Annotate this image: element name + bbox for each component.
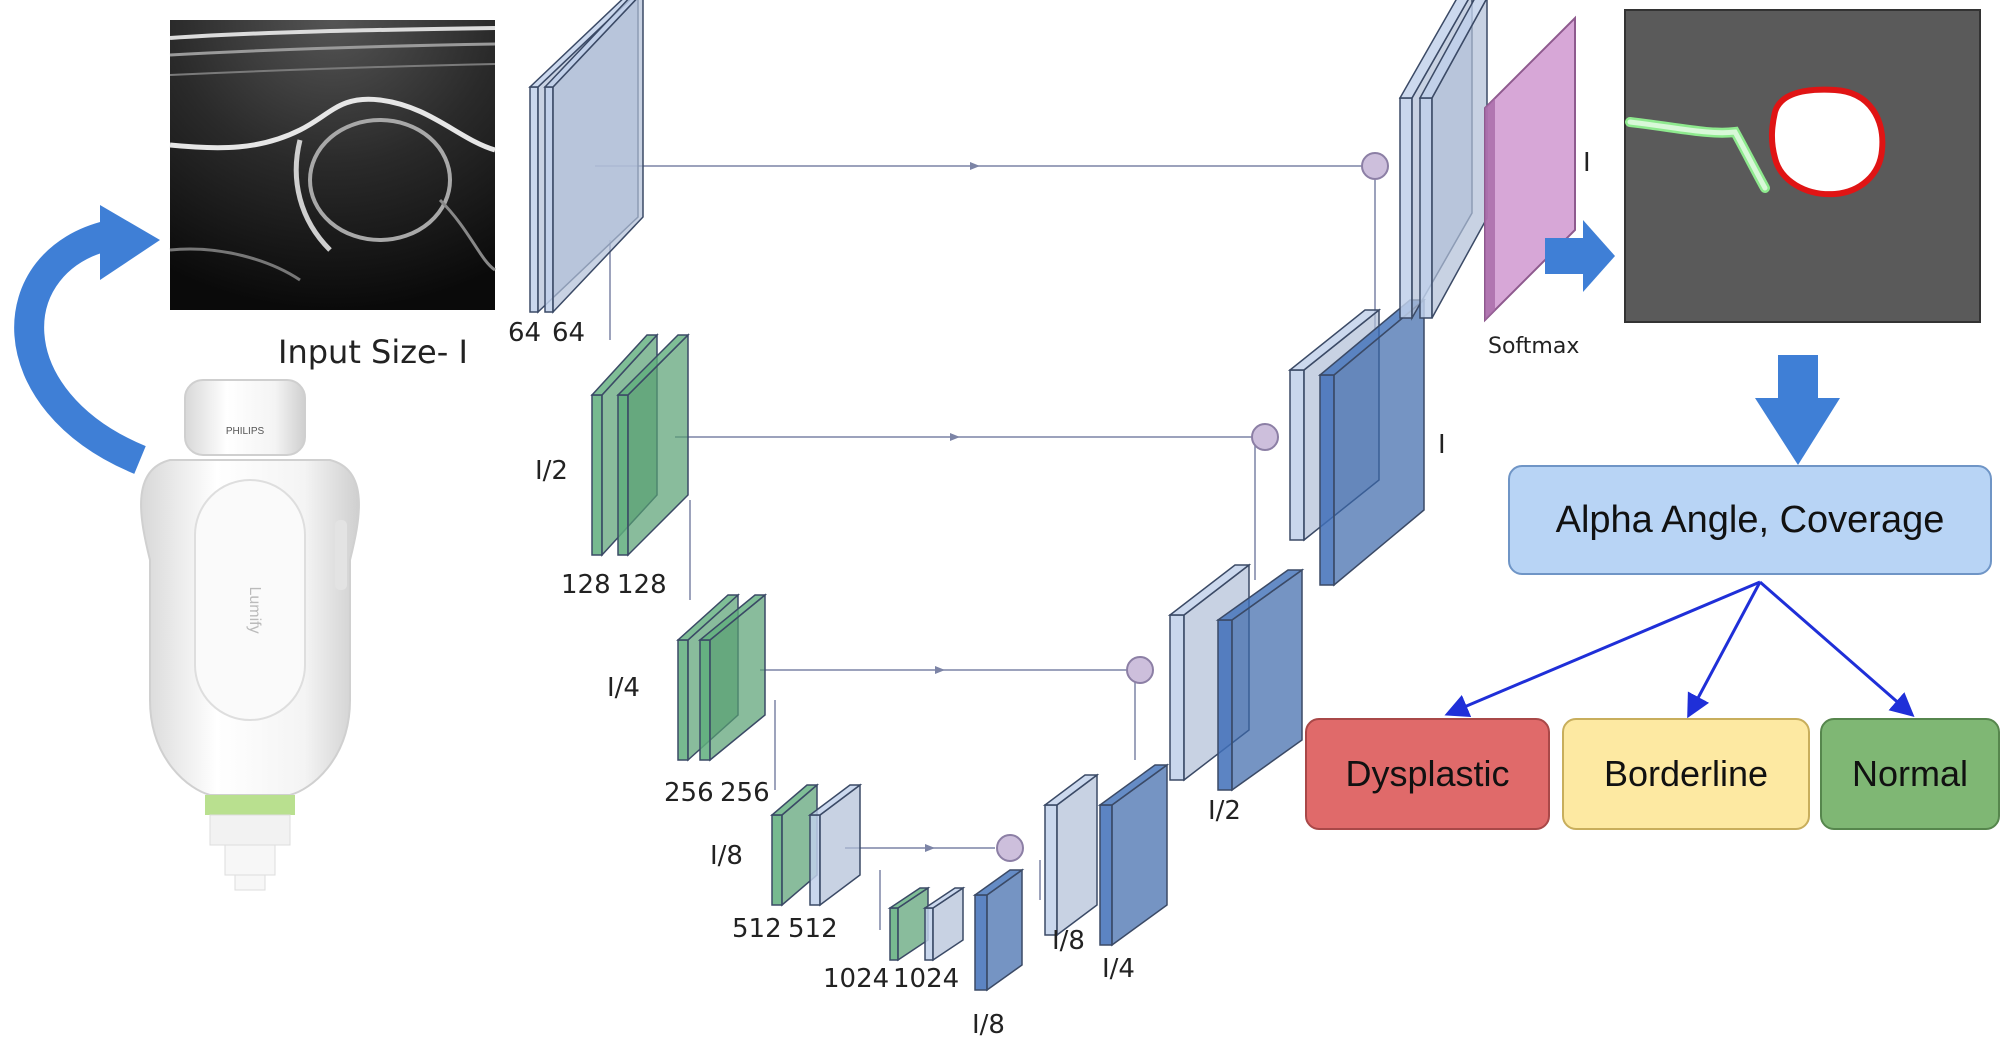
bottleneck-map-a [887, 886, 931, 962]
curved-arrow-icon [14, 205, 160, 474]
enc1-channels-a: 64 [508, 318, 542, 348]
enc4-map-a [769, 783, 820, 907]
ultrasound-probe: PHILIPS Lumify [140, 379, 360, 891]
borderline-box: Borderline [1562, 718, 1810, 830]
enc4-map-b [807, 783, 863, 907]
svg-text:Lumify: Lumify [246, 586, 263, 633]
bottleneck-scale: I/8 [972, 1010, 1005, 1040]
concat-node-1 [1361, 152, 1389, 180]
enc4-channels-a: 512 [732, 914, 782, 944]
enc2-channels-b: 128 [617, 570, 667, 600]
dec1-scale: I [1438, 430, 1446, 460]
softmax-label: Softmax [1488, 334, 1580, 359]
enc1-map-b [543, 0, 644, 314]
svg-text:PHILIPS: PHILIPS [226, 426, 265, 437]
dec2-scale: I/2 [1208, 796, 1241, 826]
dec4-map-b [1097, 763, 1170, 947]
skip-arrowheads [925, 162, 980, 852]
concat-node-4 [996, 834, 1024, 862]
metrics-box: Alpha Angle, Coverage [1508, 465, 1992, 575]
dec2-map-b [1317, 298, 1427, 587]
dec3-scale: I/4 [1102, 954, 1135, 984]
segmentation-output [1624, 9, 1981, 323]
enc2-channels-a: 128 [561, 570, 611, 600]
bottleneck-map-b [922, 886, 966, 962]
enc4-channels-b: 512 [788, 914, 838, 944]
enc1-channels-b: 64 [552, 318, 586, 348]
softmax-layer [1484, 15, 1576, 323]
bottleneck-channels-a: 1024 [823, 964, 890, 994]
enc3-channels-b: 256 [720, 778, 770, 808]
skip-connections [595, 165, 1376, 930]
enc3-channels-a: 256 [664, 778, 714, 808]
output-arrow-icon [1545, 220, 1615, 292]
dysplastic-box: Dysplastic [1305, 718, 1550, 830]
down-arrow-icon [1755, 355, 1840, 465]
concat-node-3 [1126, 656, 1154, 684]
enc2-map-b [616, 333, 690, 557]
concat-nodes [996, 152, 1389, 862]
dec3-map-b [1215, 568, 1305, 792]
normal-box: Normal [1820, 718, 2000, 830]
feature-maps [528, 0, 1488, 992]
concat-node-2 [1251, 423, 1279, 451]
enc2-scale: I/2 [535, 456, 568, 486]
dec1-map-b [1418, 0, 1488, 319]
bottleneck-map-c [972, 868, 1025, 992]
dec4-map-a [1042, 773, 1100, 937]
ultrasound-image [169, 20, 496, 310]
enc3-scale: I/4 [607, 673, 640, 703]
dec4-scale: I/8 [1052, 926, 1085, 956]
branch-arrows [1444, 580, 1915, 719]
enc3-map-b [697, 593, 768, 762]
enc4-scale: I/8 [710, 841, 743, 871]
output-scale: I [1583, 148, 1591, 178]
bottleneck-channels-b: 1024 [893, 964, 960, 994]
input-size-label: Input Size- I [278, 333, 468, 371]
